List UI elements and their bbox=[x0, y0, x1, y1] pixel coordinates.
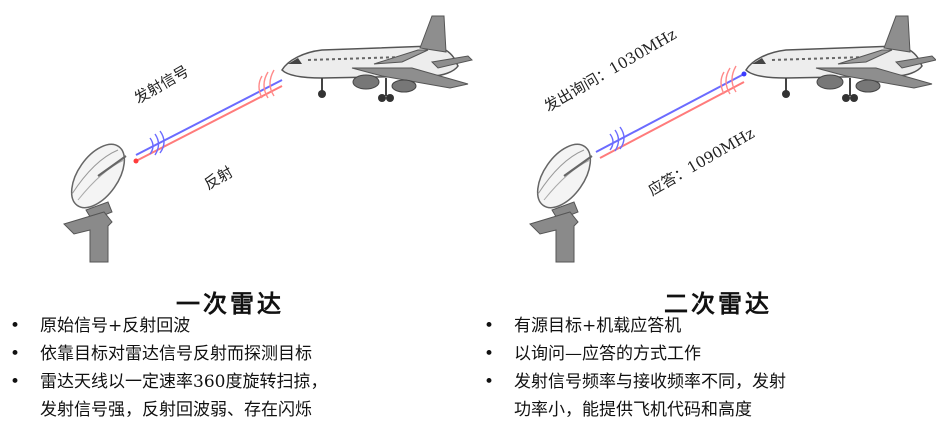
left-reflect-label: 反射 bbox=[201, 163, 236, 194]
left-radar-station bbox=[59, 134, 137, 263]
bullet-icon: • bbox=[10, 344, 21, 364]
bullet-icon: • bbox=[484, 372, 495, 392]
left-title: 一次雷达 bbox=[176, 289, 284, 318]
list-item: •原始信号+反射回波 bbox=[4, 312, 454, 340]
right-reply-label: 应答：1090MHz bbox=[645, 124, 758, 199]
right-interrogate-waves-icon bbox=[609, 126, 625, 152]
left-emit-waves-icon bbox=[149, 130, 165, 156]
right-aircraft bbox=[745, 15, 936, 103]
left-reflect-waves-icon bbox=[258, 69, 275, 99]
left-emit-beam bbox=[135, 79, 283, 156]
right-title: 二次雷达 bbox=[664, 289, 772, 318]
right-interrogate-beam bbox=[595, 73, 745, 153]
left-aircraft bbox=[281, 15, 473, 103]
right-interrogate-label: 发出询问：1030MHz bbox=[541, 25, 680, 115]
bullet-icon: • bbox=[10, 316, 21, 336]
left-emit-label: 发射信号 bbox=[131, 62, 192, 108]
bullet-icon: • bbox=[484, 316, 495, 336]
bullet-icon: • bbox=[484, 344, 495, 364]
list-item-continuation: 功率小，能提供飞机代码和高度 bbox=[514, 400, 752, 420]
list-item: •以询问—应答的方式工作 bbox=[478, 340, 934, 368]
left-bullet-list: •原始信号+反射回波 •依靠目标对雷达信号反射而探测目标 •雷达天线以一定速率3… bbox=[4, 312, 454, 424]
list-item: •有源目标+机载应答机 bbox=[478, 312, 934, 340]
list-item-continuation: 发射信号强，反射回波弱、存在闪烁 bbox=[40, 400, 312, 420]
right-reply-waves-icon bbox=[720, 65, 737, 95]
right-bullet-list: •有源目标+机载应答机 •以询问—应答的方式工作 •发射信号频率与接收频率不同，… bbox=[478, 312, 934, 424]
bullet-icon: • bbox=[10, 372, 21, 392]
radar-diagram: 发射信号 反射 发出询问：1030MHz 应答：1090MHz bbox=[59, 15, 936, 263]
list-item: •发射信号频率与接收频率不同，发射 bbox=[478, 368, 934, 396]
list-item: •雷达天线以一定速率360度旋转扫掠， bbox=[4, 368, 454, 396]
list-item: •依靠目标对雷达信号反射而探测目标 bbox=[4, 340, 454, 368]
right-radar-station bbox=[525, 134, 603, 263]
right-reply-beam bbox=[599, 81, 745, 159]
left-reflect-beam bbox=[135, 85, 283, 162]
